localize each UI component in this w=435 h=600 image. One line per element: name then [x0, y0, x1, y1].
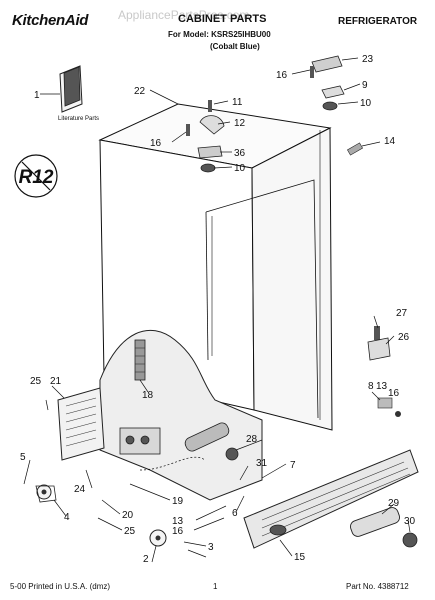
callout: 30 [404, 516, 416, 527]
callout: 31 [256, 458, 268, 469]
literature-label: Literature Parts [58, 116, 99, 122]
callout: 19 [172, 496, 184, 507]
callout: 2 [143, 554, 149, 565]
callout: 26 [398, 332, 410, 343]
callout: 24 [74, 484, 86, 495]
front-grille [243, 449, 419, 549]
callout: 13 [376, 381, 388, 392]
callout: 23 [362, 54, 374, 65]
footer-part-number: Part No. 4388712 [346, 582, 409, 591]
brand-logo-text: KitchenAid [12, 12, 89, 29]
callout: 15 [294, 552, 306, 563]
callout: 7 [290, 460, 296, 471]
callout: 3 [208, 542, 214, 553]
right-bracket-parts [367, 326, 401, 417]
variant-line: (Cobalt Blue) [210, 42, 260, 51]
callouts: 1 2 3 4 5 6 7 8 9 10 10 11 12 13 13 14 1… [20, 54, 416, 565]
badge-text: R12 [19, 167, 54, 188]
callout: 16 [172, 526, 184, 537]
callout: 1 [34, 90, 40, 101]
callout: 10 [360, 98, 372, 109]
footer-print-info: 5-00 Printed in U.S.A. (dmz) [10, 582, 111, 591]
leader-lines [23, 57, 411, 563]
top-hinge-parts [186, 55, 363, 173]
callout: 11 [232, 97, 243, 108]
callout: 22 [134, 86, 146, 97]
callout: 36 [234, 148, 246, 159]
callout: 16 [276, 70, 288, 81]
rollers [35, 484, 167, 547]
model-line: For Model: KSRS25IHBU00 [168, 30, 271, 39]
callout: 20 [122, 510, 134, 521]
callout: 4 [64, 512, 70, 523]
drain-tube-assembly [184, 422, 239, 461]
callout: 8 [368, 381, 374, 392]
machine-compartment [99, 330, 263, 501]
callout: 25 [124, 526, 136, 537]
callout: 9 [362, 80, 368, 91]
callout: 16 [388, 388, 400, 399]
callout: 25 [30, 376, 42, 387]
page-title: CABINET PARTS [178, 13, 267, 25]
literature-booklet: Literature Parts [40, 65, 99, 122]
callout: 5 [20, 452, 26, 463]
callout: 21 [50, 376, 62, 387]
callout: 29 [388, 498, 400, 509]
watermark: AppliancePartsPros.com [118, 8, 250, 22]
callout: 12 [234, 118, 246, 129]
callout: 27 [396, 308, 408, 319]
callout: 10 [234, 163, 246, 174]
callout: 16 [150, 138, 162, 149]
refrigerant-badge: R12 [14, 154, 58, 198]
category-label: REFRIGERATOR [338, 16, 418, 27]
side-louver-panel [57, 387, 105, 461]
callout: 6 [232, 508, 238, 519]
filter-cartridge [350, 507, 418, 548]
footer-page-number: 1 [213, 582, 218, 591]
callout: 14 [384, 136, 396, 147]
cabinet-shell [98, 103, 333, 431]
callout: 13 [172, 516, 184, 527]
callout: 18 [142, 390, 154, 401]
callout: 28 [246, 434, 258, 445]
